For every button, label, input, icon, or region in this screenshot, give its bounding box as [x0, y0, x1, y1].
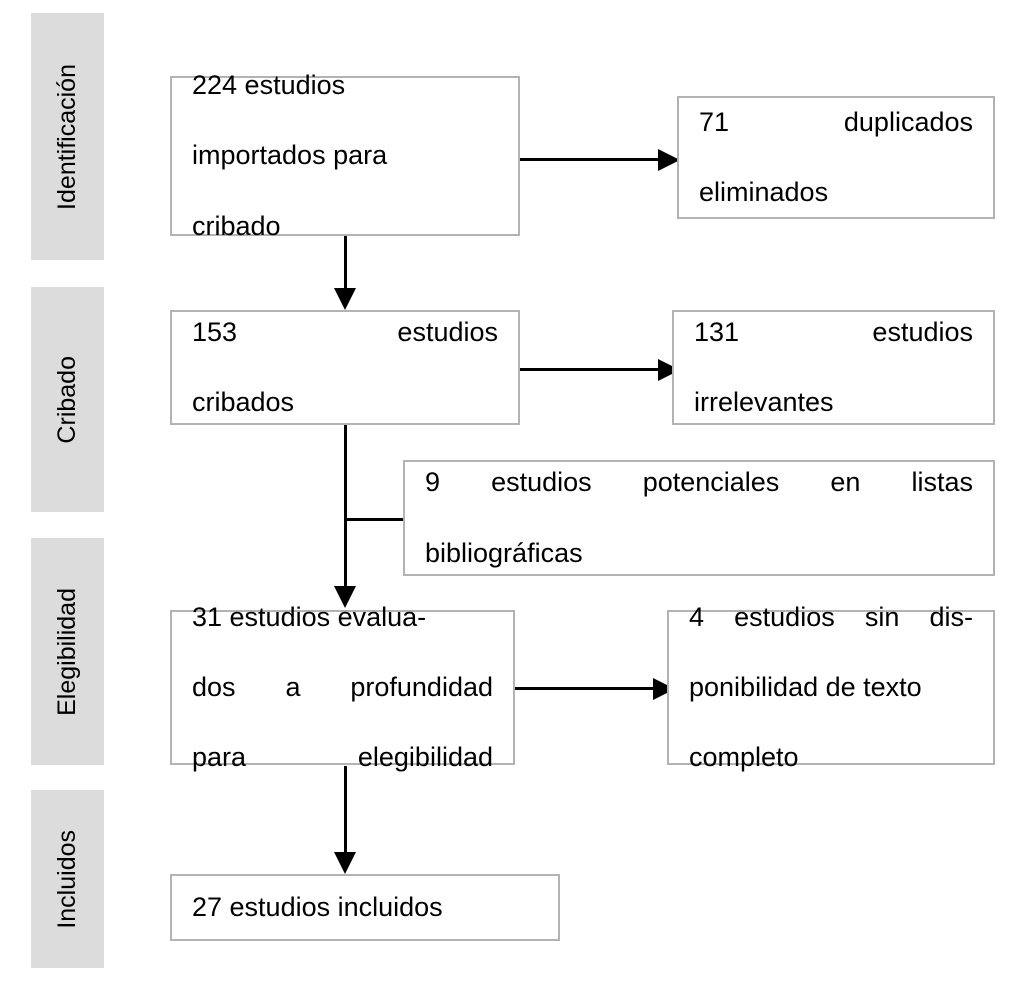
stage-label-elegibilidad: Elegibilidad [53, 587, 81, 716]
box-imported-studies[interactable]: 224 estudios importados para cribado [170, 70, 520, 241]
box-line: dos a profundidad [192, 671, 493, 702]
box-line: 27 estudios incluidos [192, 891, 443, 922]
arrowhead-screened-to-assessed [334, 586, 356, 608]
connector-reference-lists-merge [344, 518, 404, 521]
box-screened-studies[interactable]: 153 estudios cribados [170, 310, 520, 425]
box-line: completo [689, 742, 799, 773]
box-screened-studies-text: 153 estudios cribados [172, 280, 518, 455]
box-no-fulltext-studies-text: 4 estudios sin dis- ponibilidad de texto… [669, 565, 993, 811]
box-line: 153 estudios [192, 316, 498, 347]
connector-imported-to-duplicates [519, 158, 664, 161]
box-reference-list-studies[interactable]: 9 estudios potenciales en listas bibliog… [403, 460, 995, 576]
box-line: ponibilidad de texto [689, 671, 922, 702]
stage-elegibilidad: Elegibilidad [31, 538, 104, 765]
box-line: 9 estudios potenciales en listas [425, 467, 973, 498]
stage-identificacion: Identificación [31, 13, 104, 260]
box-irrelevant-studies[interactable]: 131 estudios irrelevantes [672, 310, 995, 425]
arrowhead-assessed-to-included [334, 852, 356, 874]
connector-screened-to-irrelevant [519, 368, 664, 371]
box-line: bibliográficas [425, 537, 583, 568]
stage-label-cribado: Cribado [53, 355, 81, 444]
stage-label-incluidos: Incluidos [53, 829, 81, 929]
box-line: 4 estudios sin dis- [689, 601, 973, 632]
box-duplicates-removed-text: 71 duplicados eliminados [679, 70, 993, 245]
box-line: 131 estudios [694, 316, 973, 347]
connector-imported-to-screened [344, 236, 347, 298]
box-line: para elegibilidad [192, 742, 493, 773]
arrowhead-imported-to-duplicates [658, 149, 680, 171]
box-line: 224 estudios [192, 70, 346, 101]
connector-assessed-to-included [344, 766, 347, 858]
box-line: 71 duplicados [699, 106, 973, 137]
box-line: eliminados [699, 177, 829, 208]
stage-incluidos: Incluidos [31, 790, 104, 968]
arrowhead-imported-to-screened [334, 288, 356, 310]
box-no-fulltext-studies[interactable]: 4 estudios sin dis- ponibilidad de texto… [667, 602, 995, 772]
box-line: importados para [192, 140, 388, 171]
connector-assessed-to-no-fulltext [514, 687, 659, 690]
box-included-studies-text: 27 estudios incluidos [172, 855, 558, 960]
box-line: 31 estudios evalua- [192, 601, 427, 632]
box-line: irrelevantes [694, 387, 834, 418]
stage-cribado: Cribado [31, 287, 104, 512]
box-included-studies[interactable]: 27 estudios incluidos [170, 874, 560, 941]
box-assessed-studies[interactable]: 31 estudios evalua- dos a profundidad pa… [170, 602, 515, 772]
box-irrelevant-studies-text: 131 estudios irrelevantes [674, 280, 993, 455]
box-duplicates-removed[interactable]: 71 duplicados eliminados [677, 96, 995, 219]
stage-label-identificacion: Identificación [53, 63, 81, 210]
box-line: cribados [192, 387, 295, 418]
box-reference-list-studies-text: 9 estudios potenciales en listas bibliog… [405, 430, 993, 605]
box-assessed-studies-text: 31 estudios evalua- dos a profundidad pa… [172, 565, 513, 811]
box-imported-studies-text: 224 estudios importados para cribado [172, 33, 518, 279]
connector-screened-to-assessed [344, 425, 347, 590]
box-line: cribado [192, 210, 281, 241]
